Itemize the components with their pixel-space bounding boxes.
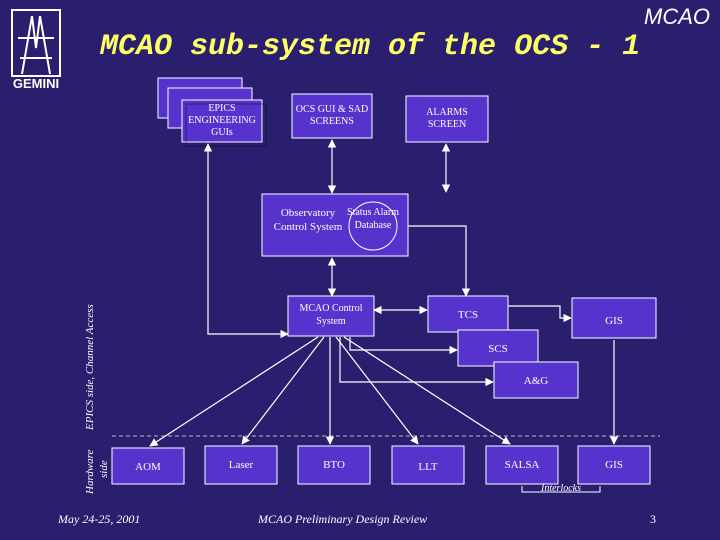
salsa-label: SALSA bbox=[504, 459, 540, 471]
ocs-gui-label: OCS GUI & SAD SCREENS bbox=[295, 104, 369, 127]
laser-box bbox=[204, 445, 278, 485]
tcs-box bbox=[427, 295, 509, 333]
epics-gui-channel-line bbox=[203, 143, 289, 339]
epics-gui-box bbox=[181, 99, 263, 143]
mcao-to-ag-arrow bbox=[339, 337, 494, 387]
ag-label: A&G bbox=[523, 375, 549, 387]
page-number: 3 bbox=[650, 512, 656, 526]
mcao-to-llt-line bbox=[335, 336, 419, 445]
mcao-to-salsa-line bbox=[343, 336, 511, 445]
footer-review-title: MCAO Preliminary Design Review bbox=[258, 512, 428, 526]
epics-side-label: EPICS side, Channel Access bbox=[84, 304, 96, 430]
tcs-label: TCS bbox=[457, 309, 479, 321]
gemini-logo: GEMINI bbox=[8, 8, 64, 94]
interlocks-label: Interlocks bbox=[541, 483, 581, 494]
tcs-to-gis-arrow bbox=[508, 305, 572, 323]
bto-label: BTO bbox=[323, 459, 345, 471]
ag-box bbox=[493, 361, 579, 399]
gemini-logo-icon bbox=[11, 9, 61, 77]
aom-label: AOM bbox=[135, 461, 161, 473]
mcao-to-aom-line bbox=[149, 336, 319, 447]
laser-label: Laser bbox=[228, 459, 254, 471]
mcao-to-scs-arrow bbox=[349, 337, 458, 355]
database-circle bbox=[348, 201, 398, 251]
interlocks-bracket bbox=[521, 486, 601, 493]
scs-label: SCS bbox=[488, 343, 508, 355]
hardware-side-label-1: Hardware bbox=[84, 449, 96, 494]
brand-label: MCAO bbox=[644, 4, 710, 29]
alarms-box bbox=[405, 95, 489, 143]
database-label: Status Alarm Database bbox=[347, 207, 399, 231]
hardware-side-label-2: side bbox=[98, 460, 110, 478]
llt-box bbox=[391, 445, 465, 485]
llt-label: LLT bbox=[418, 461, 438, 473]
logo-text: GEMINI bbox=[12, 76, 60, 91]
mcao-cs-box bbox=[287, 295, 375, 337]
page-title: MCAO sub-system of the OCS - 1 bbox=[100, 30, 641, 64]
aom-box bbox=[111, 447, 185, 485]
salsa-box bbox=[485, 445, 559, 485]
footer-date: May 24-25, 2001 bbox=[58, 512, 141, 526]
epics-gui-label: EPICS ENGINEERING GUIs bbox=[188, 103, 256, 138]
ocs-to-tcs-arrow bbox=[408, 225, 471, 297]
gis-top-label: GIS bbox=[605, 315, 623, 327]
alarms-label: ALARMS SCREEN bbox=[426, 107, 468, 130]
bto-box bbox=[297, 445, 371, 485]
mcao-to-laser-line bbox=[241, 336, 325, 445]
gis-top-box bbox=[571, 297, 657, 339]
ocs-label: Observatory Control System bbox=[273, 207, 343, 233]
gis-bottom-box bbox=[577, 445, 651, 485]
scs-box bbox=[457, 329, 539, 367]
mcao-cs-label: MCAO Control System bbox=[299, 303, 363, 327]
ocs-gui-box bbox=[291, 93, 373, 139]
gis-bottom-label: GIS bbox=[605, 459, 623, 471]
